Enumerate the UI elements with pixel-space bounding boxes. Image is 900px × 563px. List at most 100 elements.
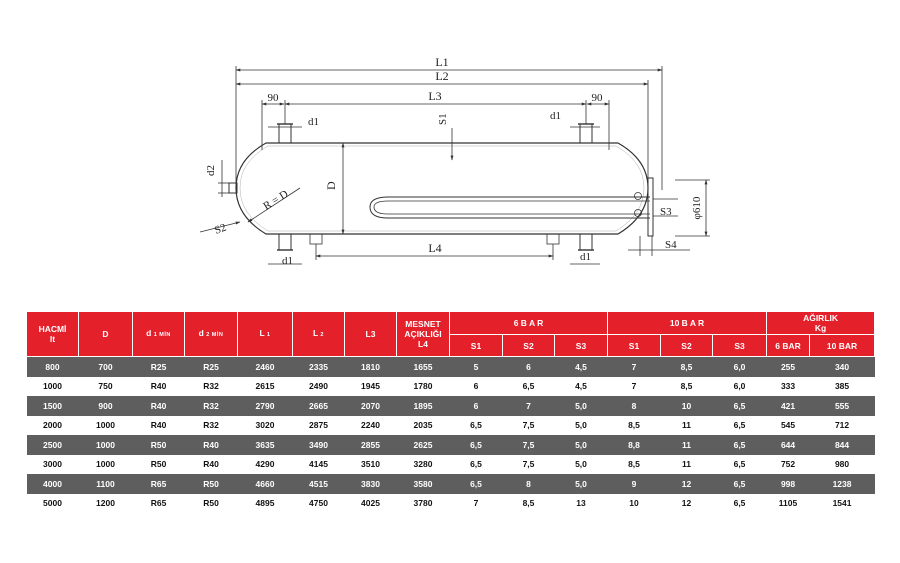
table-cell: 2500: [26, 435, 79, 455]
table-cell: 8,5: [660, 356, 713, 377]
label-L2: L2: [435, 69, 448, 83]
table-cell: 6,5: [449, 415, 503, 435]
table-cell: 2490: [292, 376, 345, 396]
header-10bar-s3: S3: [711, 334, 768, 357]
table-cell: 752: [766, 454, 810, 474]
table-cell: 4290: [237, 454, 293, 474]
table-cell: 5000: [26, 493, 79, 513]
heating-coil: [369, 196, 650, 219]
table-cell: R32: [184, 376, 238, 396]
table-cell: 1000: [78, 454, 133, 474]
header-weight-6bar: 6 BAR: [766, 334, 811, 357]
header-weight-10bar: 10 BAR: [809, 334, 876, 357]
table-cell: 8,5: [502, 493, 555, 513]
table-cell: R25: [184, 356, 238, 377]
table-cell: 11: [660, 435, 713, 455]
table-cell: 844: [809, 435, 875, 455]
table-cell: 2615: [237, 376, 293, 396]
table-cell: 3830: [344, 474, 397, 494]
table-cell: 3000: [26, 454, 79, 474]
table-cell: 5: [449, 356, 503, 377]
table-cell: 6,5: [449, 454, 503, 474]
label-D: D: [324, 181, 338, 190]
table-cell: 6,5: [449, 474, 503, 494]
table-cell: 255: [766, 356, 810, 377]
table-cell: 6: [449, 376, 503, 396]
table-cell: 340: [809, 356, 875, 377]
table-cell: 7: [502, 396, 555, 416]
table-cell: 385: [809, 376, 875, 396]
table-cell: R25: [132, 356, 185, 377]
label-S2: S2: [213, 222, 228, 237]
table-cell: 421: [766, 396, 810, 416]
table-cell: R50: [184, 493, 238, 513]
table-cell: 2460: [237, 356, 293, 377]
table-cell: 333: [766, 376, 810, 396]
table-cell: R50: [132, 435, 185, 455]
flange-port-top: [634, 192, 642, 200]
table-cell: 5,0: [554, 415, 608, 435]
table-cell: 4895: [237, 493, 293, 513]
table-cell: 6,5: [449, 435, 503, 455]
table-cell: 1000: [78, 435, 133, 455]
table-cell: R50: [132, 454, 185, 474]
table-cell: R40: [132, 376, 185, 396]
label-d1-bottom-left: d1: [282, 255, 293, 267]
table-cell: 9: [607, 474, 661, 494]
table-cell: 7: [607, 376, 661, 396]
table-cell: 1000: [78, 415, 133, 435]
table-cell: 2855: [344, 435, 397, 455]
table-cell: 6,5: [712, 396, 767, 416]
table-cell: 900: [78, 396, 133, 416]
header-6bar-s3: S3: [554, 334, 608, 357]
table-cell: 2790: [237, 396, 293, 416]
table-cell: 700: [78, 356, 133, 377]
table-cell: 7: [449, 493, 503, 513]
table-cell: 6,0: [712, 376, 767, 396]
label-phi610: φ610: [691, 196, 703, 219]
table-cell: 2035: [396, 415, 450, 435]
table-cell: 6: [449, 396, 503, 416]
table-cell: 6,5: [502, 376, 555, 396]
table-cell: 6,5: [712, 454, 767, 474]
table-cell: 3020: [237, 415, 293, 435]
header-10-bar: 10 B A R: [606, 311, 768, 335]
table-cell: 750: [78, 376, 133, 396]
table-subheader-row: S1 S2 S3 S1 S2 S3 6 BAR 10 BAR: [27, 334, 876, 357]
table-cell: 1100: [78, 474, 133, 494]
table-cell: 1945: [344, 376, 397, 396]
header-l1: L 1: [237, 311, 293, 357]
table-cell: 11: [660, 454, 713, 474]
table-cell: 5,0: [554, 396, 608, 416]
table-cell: 6,0: [712, 356, 767, 377]
header-d1: d 1 MİN: [132, 311, 185, 357]
table-cell: 3580: [396, 474, 450, 494]
table-cell: R40: [132, 415, 185, 435]
label-d1-top-right: d1: [550, 110, 561, 122]
table-cell: 4145: [292, 454, 345, 474]
label-L3: L3: [428, 89, 441, 103]
table-cell: 8,8: [607, 435, 661, 455]
table-cell: 3510: [344, 454, 397, 474]
flange-port-bottom: [634, 209, 642, 217]
table-cell: 4,5: [554, 356, 608, 377]
table-cell: 6,5: [712, 493, 767, 513]
table-cell: R40: [184, 454, 238, 474]
table-cell: 2335: [292, 356, 345, 377]
label-d1-bottom-right: d1: [580, 251, 591, 263]
table-cell: 7,5: [502, 454, 555, 474]
right-flange: [647, 177, 654, 237]
table-cell: 11: [660, 415, 713, 435]
label-d1-top-left: d1: [308, 116, 319, 128]
header-6bar-s2: S2: [502, 334, 555, 357]
table-cell: 644: [766, 435, 810, 455]
left-side-nozzle: [228, 182, 238, 194]
table-cell: 3280: [396, 454, 450, 474]
